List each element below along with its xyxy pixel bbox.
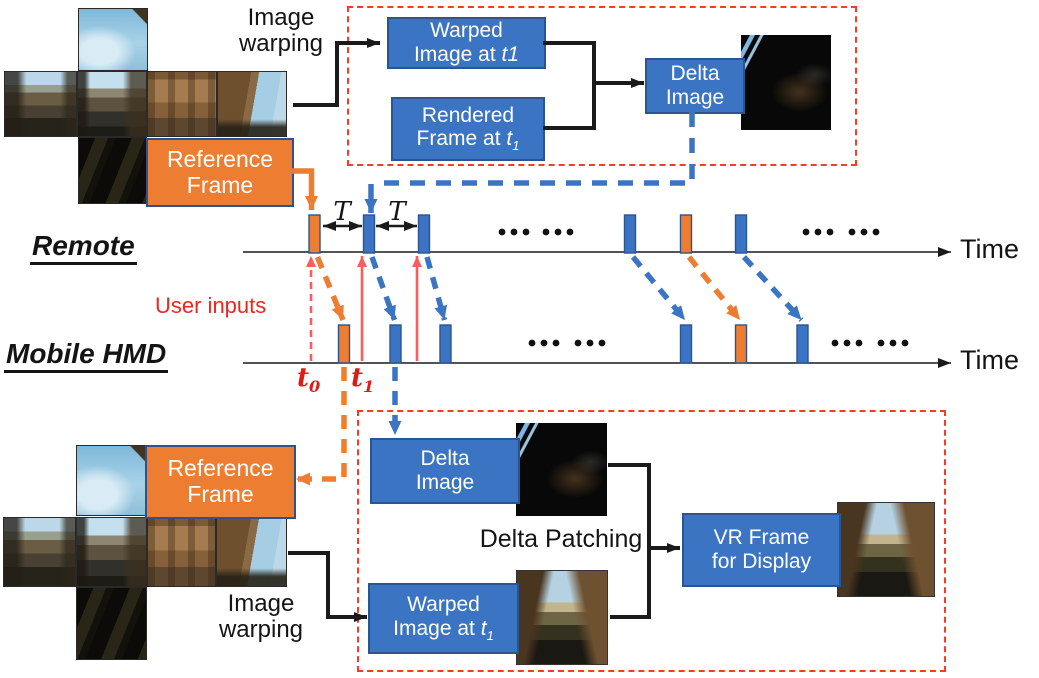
timeline-ellipsis-dot bbox=[901, 339, 909, 347]
cubemap-face-front bbox=[77, 71, 147, 137]
cubemap-face-right bbox=[147, 71, 217, 137]
frame-transmission-arrow bbox=[369, 256, 398, 321]
delta-image-box-mobile: Delta Image bbox=[370, 438, 520, 504]
timeline-ellipsis-dot bbox=[826, 228, 834, 236]
remote-frame-tick bbox=[734, 214, 748, 254]
timeline-ellipsis-dot bbox=[540, 339, 548, 347]
frame-transmission-arrow bbox=[424, 256, 448, 321]
time-axis-label-mobile: Time bbox=[960, 345, 1019, 375]
timeline-ellipsis-dot bbox=[831, 339, 839, 347]
timeline-ellipsis-dot bbox=[528, 339, 536, 347]
cubemap-face-right bbox=[147, 517, 216, 587]
timeline-ellipsis-dot bbox=[574, 339, 582, 347]
image-warping-label-remote: Image warping bbox=[238, 4, 324, 57]
cubemap-face-front bbox=[76, 517, 147, 587]
timeline-ellipsis-dot bbox=[510, 228, 518, 236]
frame-transmission-arrow bbox=[630, 255, 688, 322]
cubemap-face-top bbox=[76, 445, 147, 516]
cubemap-face-back bbox=[217, 71, 287, 137]
vr-frame-for-display-box: VR Frame for Display bbox=[682, 513, 841, 587]
timeline-ellipsis-dot bbox=[877, 339, 885, 347]
cubemap-face-left bbox=[3, 517, 76, 587]
timeline-ellipsis-dot bbox=[843, 339, 851, 347]
mobile-frame-tick bbox=[734, 324, 748, 364]
remote-timeline-label: Remote bbox=[30, 230, 137, 265]
timeline-ellipsis-dot bbox=[552, 339, 560, 347]
timeline-ellipsis-dot bbox=[554, 228, 562, 236]
mobile-delta-patching-group bbox=[357, 410, 946, 672]
warped-image-box-remote: Warped Image at t1 bbox=[387, 17, 546, 69]
user-inputs-label: User inputs bbox=[155, 293, 267, 318]
mobile-frame-tick bbox=[679, 324, 693, 364]
timeline-ellipsis-dot bbox=[598, 339, 606, 347]
remote-frame-tick bbox=[362, 214, 376, 254]
remote-frame-tick bbox=[308, 214, 321, 254]
timeline-ellipsis-dot bbox=[586, 339, 594, 347]
frame-interval-label: T bbox=[388, 197, 406, 227]
frame-transmission-arrow bbox=[314, 255, 346, 322]
remote-reference-frame-box: Reference Frame bbox=[146, 138, 294, 207]
delta-image-box-remote: Delta Image bbox=[645, 58, 745, 114]
timeline-ellipsis-dot bbox=[860, 228, 868, 236]
time-axis-label-remote: Time bbox=[960, 234, 1019, 264]
delta-image-thumbnail bbox=[741, 35, 831, 130]
delta-patching-label: Delta Patching bbox=[479, 525, 643, 553]
frame-interval-label: T bbox=[333, 197, 351, 227]
timeline-ellipsis-dot bbox=[498, 228, 506, 236]
mobile-frame-tick bbox=[389, 324, 402, 364]
cubemap-face-top bbox=[78, 8, 148, 71]
warped-image-thumbnail bbox=[516, 570, 608, 665]
timeline-ellipsis-dot bbox=[855, 339, 863, 347]
remote-frame-tick bbox=[417, 214, 431, 254]
cubemap-face-left bbox=[4, 71, 77, 137]
remote-frame-tick bbox=[679, 214, 693, 254]
cubemap-face-back bbox=[216, 517, 287, 587]
frame-transmission-arrow bbox=[741, 255, 804, 322]
timeline-ellipsis-dot bbox=[542, 228, 550, 236]
t1-time-marker: t1 bbox=[351, 363, 375, 397]
t0-time-marker: t0 bbox=[297, 363, 321, 397]
rendered-frame-box: Rendered Frame at t1 bbox=[391, 97, 545, 161]
delta-image-thumbnail bbox=[516, 423, 607, 516]
frame-transmission-arrow bbox=[686, 255, 743, 322]
timeline-ellipsis-dot bbox=[814, 228, 822, 236]
image-warping-label-mobile: Image warping bbox=[218, 590, 304, 643]
timeline-ellipsis-dot bbox=[889, 339, 897, 347]
timeline-ellipsis-dot bbox=[872, 228, 880, 236]
timeline-dynamic-group bbox=[306, 214, 909, 364]
mobile-reference-frame-box: Reference Frame bbox=[145, 445, 296, 519]
vr-frame-thumbnail bbox=[837, 502, 935, 597]
timeline-ellipsis-dot bbox=[522, 228, 530, 236]
mobile-frame-tick bbox=[439, 324, 452, 364]
timeline-ellipsis-dot bbox=[848, 228, 856, 236]
warped-image-box-mobile: Warped Image at t1 bbox=[368, 583, 519, 654]
cubemap-face-bottom bbox=[78, 137, 147, 204]
mobile-hmd-timeline-label: Mobile HMD bbox=[4, 338, 169, 373]
mobile-frame-tick bbox=[337, 324, 351, 364]
mobile-frame-tick bbox=[796, 324, 809, 364]
cubemap-face-bottom bbox=[76, 587, 147, 660]
timeline-ellipsis-dot bbox=[566, 228, 574, 236]
timeline-ellipsis-dot bbox=[802, 228, 810, 236]
remote-frame-tick bbox=[623, 214, 637, 254]
